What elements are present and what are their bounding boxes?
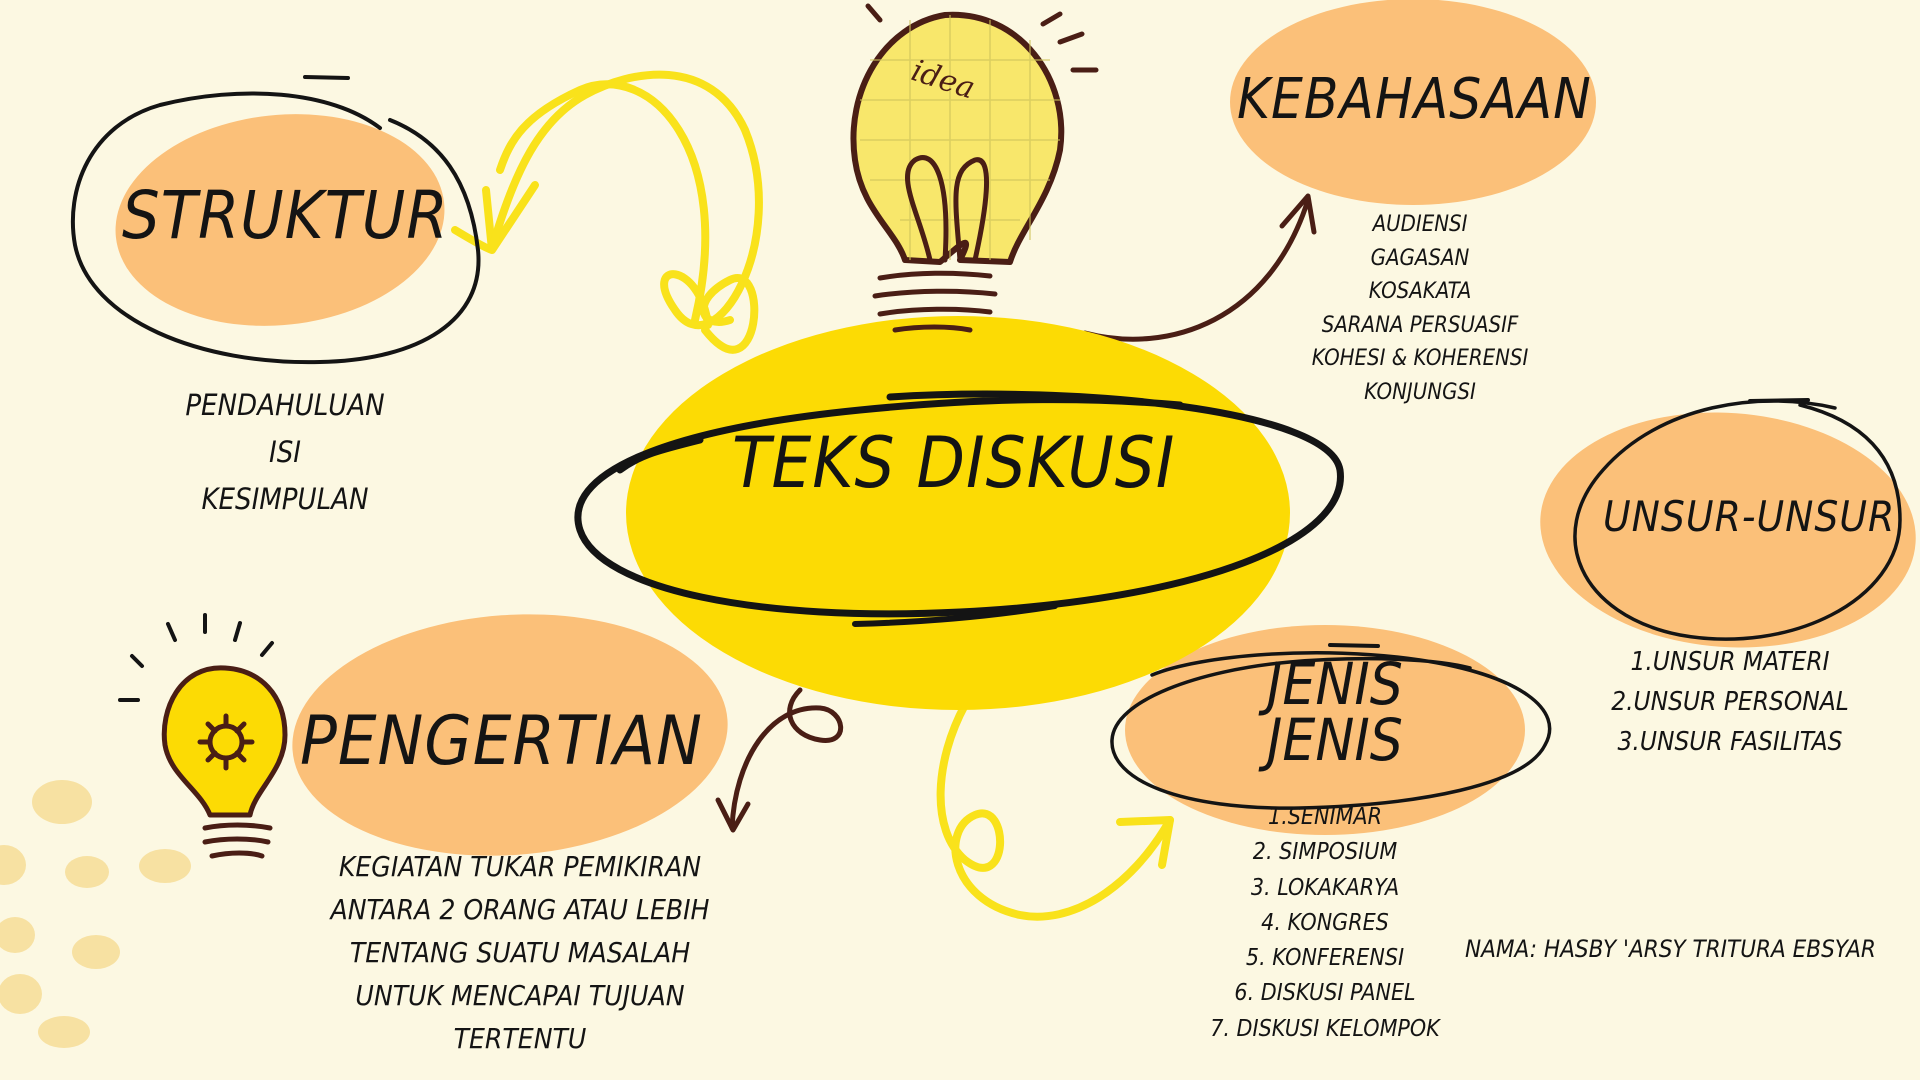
unsur-blob (1540, 412, 1916, 648)
kebahasaan-item: GAGASAN (1370, 245, 1470, 271)
jenis-item: 7. DISKUSI KELOMPOK (1210, 1015, 1440, 1042)
decorative-dots (0, 780, 191, 1048)
struktur-blob (115, 114, 445, 326)
pengertian-line: TENTANG SUATU MASALAH (349, 936, 691, 969)
unsur-item: 1.UNSUR MATERI (1630, 647, 1830, 677)
kebahasaan-item: KONJUNGSI (1364, 379, 1476, 405)
kebahasaan-items: AUDIENSI GAGASAN KOSAKATA SARANA PERSUAS… (1280, 208, 1560, 409)
yellow-connector-jenis (936, 701, 1174, 921)
jenis-items: 1.SENIMAR 2. SIMPOSIUM 3. LOKAKARYA 4. K… (1185, 800, 1465, 1047)
struktur-sketch-ring (70, 91, 481, 365)
unsur-sketch-tick (1748, 398, 1810, 403)
jenis-item: 2. SIMPOSIUM (1252, 839, 1398, 866)
brown-arrow-head-kebahasaan (1279, 193, 1317, 235)
struktur-item: PENDAHULUAN (185, 388, 385, 422)
central-title: TEKS DISKUSI (732, 422, 1176, 504)
kebahasaan-title: KEBAHASAAN (1237, 67, 1592, 132)
yellow-connector-arrow (496, 80, 759, 354)
struktur-sketch-tick (303, 75, 350, 80)
jenis-item: 3. LOKAKARYA (1250, 874, 1400, 901)
pengertian-blob (292, 614, 728, 856)
central-sketch-underline (852, 603, 1058, 627)
kebahasaan-blob (1230, 0, 1596, 205)
central-blob (626, 316, 1290, 710)
jenis-title-line: JENIS (1267, 650, 1403, 718)
pengertian-lines: KEGIATAN TUKAR PEMIKIRAN ANTARA 2 ORANG … (300, 845, 740, 1060)
unsur-sketch-ring (1573, 399, 1902, 641)
struktur-item: ISI (269, 435, 301, 469)
struktur-item: KESIMPULAN (201, 482, 369, 516)
gear-lightbulb-icon (118, 613, 288, 859)
struktur-items: PENDAHULUAN ISI KESIMPULAN (170, 382, 400, 523)
unsur-item: 2.UNSUR PERSONAL (1611, 687, 1849, 717)
kebahasaan-item: KOSAKATA (1368, 279, 1472, 304)
jenis-item: 5. KONFERENSI (1245, 945, 1405, 972)
brown-arrow-head-pengertian (715, 797, 751, 833)
central-sketch-ring (574, 390, 1344, 618)
jenis-title: JENIS JENIS (1215, 650, 1455, 774)
jenis-item: 4. KONGRES (1261, 909, 1389, 936)
jenis-sketch-ring (1110, 651, 1552, 810)
pengertian-line: UNTUK MENCAPAI TUJUAN (355, 979, 685, 1012)
kebahasaan-item: KOHESI & KOHERENSI (1311, 346, 1529, 371)
unsur-items: 1.UNSUR MATERI 2.UNSUR PERSONAL 3.UNSUR … (1580, 642, 1880, 762)
pengertian-line: KEGIATAN TUKAR PEMIKIRAN (338, 850, 702, 883)
yellow-arrow-head-jenis (1116, 816, 1174, 869)
jenis-blob (1125, 625, 1525, 835)
struktur-title: STRUKTUR (122, 177, 449, 254)
kebahasaan-item: AUDIENSI (1372, 212, 1468, 237)
pengertian-line: TERTENTU (453, 1022, 587, 1055)
unsur-item: 3.UNSUR FASILITAS (1617, 727, 1843, 757)
brown-arrow-pengertian (729, 687, 844, 831)
jenis-item: 1.SENIMAR (1268, 804, 1382, 830)
yellow-connector-struktur (489, 70, 763, 330)
jenis-item: 6. DISKUSI PANEL (1234, 980, 1416, 1007)
kebahasaan-item: SARANA PERSUASIF (1321, 312, 1519, 338)
brown-arrow-kebahasaan (1082, 197, 1311, 342)
pengertian-line: ANTARA 2 ORANG ATAU LEBIH (330, 893, 710, 926)
idea-lightbulb-icon: idea (850, 3, 1099, 333)
jenis-sketch-tick (1328, 643, 1380, 648)
pengertian-title: PENGERTIAN (300, 702, 703, 781)
jenis-title-line: JENIS (1267, 706, 1403, 774)
unsur-title: UNSUR-UNSUR (1603, 492, 1896, 541)
author-name: NAMA: HASBY 'ARSY TRITURA EBSYAR (1465, 935, 1876, 963)
